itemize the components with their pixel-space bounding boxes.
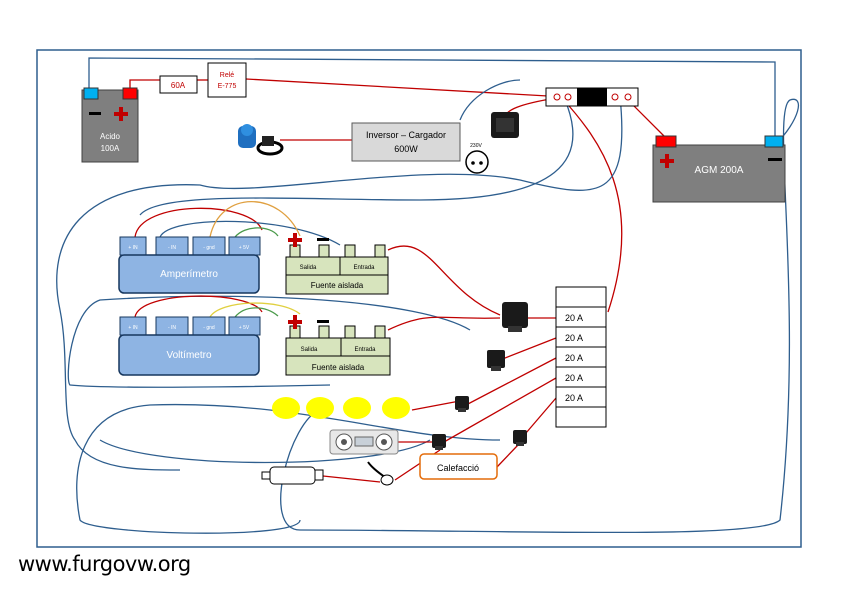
wire-batt-fuse [129, 79, 160, 88]
ground-wire-left-loop [56, 95, 623, 471]
supply1-label: Fuente aislada [311, 281, 364, 290]
heater-label: Calefacció [437, 463, 479, 473]
lighter-plug-icon [367, 461, 394, 486]
led-light-icon [306, 397, 334, 419]
supply2-out-label: Salida [301, 347, 318, 353]
fuse-box: 20 A 20 A 20 A 20 A 20 A [555, 286, 607, 428]
fuse-4-label: 20 A [565, 373, 583, 383]
led-light-icon [272, 397, 300, 419]
ammeter: + IN - IN - gnd + 5V Amperímetro [118, 236, 261, 294]
fuse-2-label: 20 A [565, 333, 583, 343]
led-light-icon [343, 397, 371, 419]
switch-2-icon [487, 350, 505, 371]
ground-wire-mid [67, 295, 471, 388]
wire-fan [322, 475, 381, 483]
inverter-charger: Inversor – Cargador 600W [351, 122, 461, 162]
ammeter-terminal-3: - gnd [203, 245, 215, 251]
diagram-frame [36, 49, 802, 548]
battery-acid: Acido 100A [81, 87, 139, 163]
fuse-1-label: 20 A [565, 313, 583, 323]
socket-label: 230V [470, 143, 482, 149]
bus-bar [545, 87, 639, 107]
wire-inverter-bus [459, 79, 521, 121]
inverter-label: Inversor – Cargador [366, 130, 446, 140]
fuse-3-label: 20 A [565, 353, 583, 363]
wire-voltmeter-supply [387, 316, 501, 331]
switch-3-icon [455, 396, 469, 412]
relay-model: E-775 [218, 83, 237, 90]
plug-icon [238, 124, 284, 156]
switch-1-icon [502, 302, 528, 332]
voltmeter-terminal-3: - gnd [203, 325, 215, 331]
ground-wire-bottom [76, 403, 501, 534]
supply1-in-label: Entrada [353, 265, 375, 271]
wire-ammeter-supply [387, 245, 501, 316]
battery-acid-capacity: 100A [101, 144, 120, 153]
wire-bus-fusebox [561, 97, 623, 313]
inverter-switch-icon [491, 112, 519, 138]
usb-socket-icon [329, 429, 399, 455]
supply2-in-label: Entrada [354, 347, 376, 353]
wire-switch-fuse4 [443, 377, 557, 443]
volt-signal-yellow [209, 302, 301, 318]
ammeter-terminal-1: + IN [128, 245, 138, 251]
ammeter-terminal-2: - IN [168, 245, 176, 251]
fan-icon [261, 466, 324, 485]
volt-signal-red [134, 295, 263, 318]
voltmeter-terminal-1: + IN [128, 325, 138, 331]
wire-switch-fuse3 [465, 357, 557, 406]
fuse-main: 60A [159, 75, 198, 94]
socket-icon: 230V [465, 143, 489, 174]
wire-heater [496, 444, 519, 468]
switch-4-icon [432, 434, 446, 450]
switch-5-icon [513, 430, 527, 446]
relay: Relé E-775 [207, 62, 247, 98]
ammeter-terminal-4: + 5V [239, 245, 250, 251]
heater: Calefacció [419, 453, 498, 480]
isolated-supply-1: Salida Entrada Fuente aislada [285, 233, 389, 295]
fuse-main-label: 60A [171, 81, 186, 90]
ammeter-label: Amperímetro [160, 269, 218, 280]
voltmeter-terminal-2: - IN [168, 325, 176, 331]
battery-agm-label: AGM 200A [695, 165, 744, 176]
wires [56, 57, 799, 534]
battery-agm: AGM 200A [652, 135, 786, 203]
ammeter-signal-green [234, 227, 279, 238]
voltmeter: + IN - IN - gnd + 5V Voltímetro [118, 316, 261, 376]
voltmeter-terminal-4: + 5V [239, 325, 250, 331]
ground-wire-ammeter [139, 99, 574, 216]
footer-url: www.furgovw.org [18, 552, 191, 576]
relay-label: Relé [220, 72, 235, 79]
voltmeter-label: Voltímetro [166, 350, 211, 361]
wire-switch-fuse2 [499, 337, 557, 361]
supply2-label: Fuente aislada [312, 363, 365, 372]
isolated-supply-2: Salida Entrada Fuente aislada [285, 315, 391, 376]
supply1-out-label: Salida [300, 265, 317, 271]
ground-wire-inner [99, 439, 431, 464]
ammeter-signal-blue [159, 220, 341, 246]
led-light-icon [382, 397, 410, 419]
battery-acid-label: Acido [100, 132, 121, 141]
ammeter-signal-orange [209, 201, 301, 238]
wire-relay-bus [245, 78, 549, 97]
ground-wire-right-loop [280, 98, 799, 534]
ammeter-signal-red [134, 207, 263, 238]
fuse-5-label: 20 A [565, 393, 583, 403]
ground-wire-top [88, 57, 776, 136]
inverter-power: 600W [394, 144, 418, 154]
volt-signal-green [234, 307, 279, 318]
led-lights [272, 397, 410, 419]
